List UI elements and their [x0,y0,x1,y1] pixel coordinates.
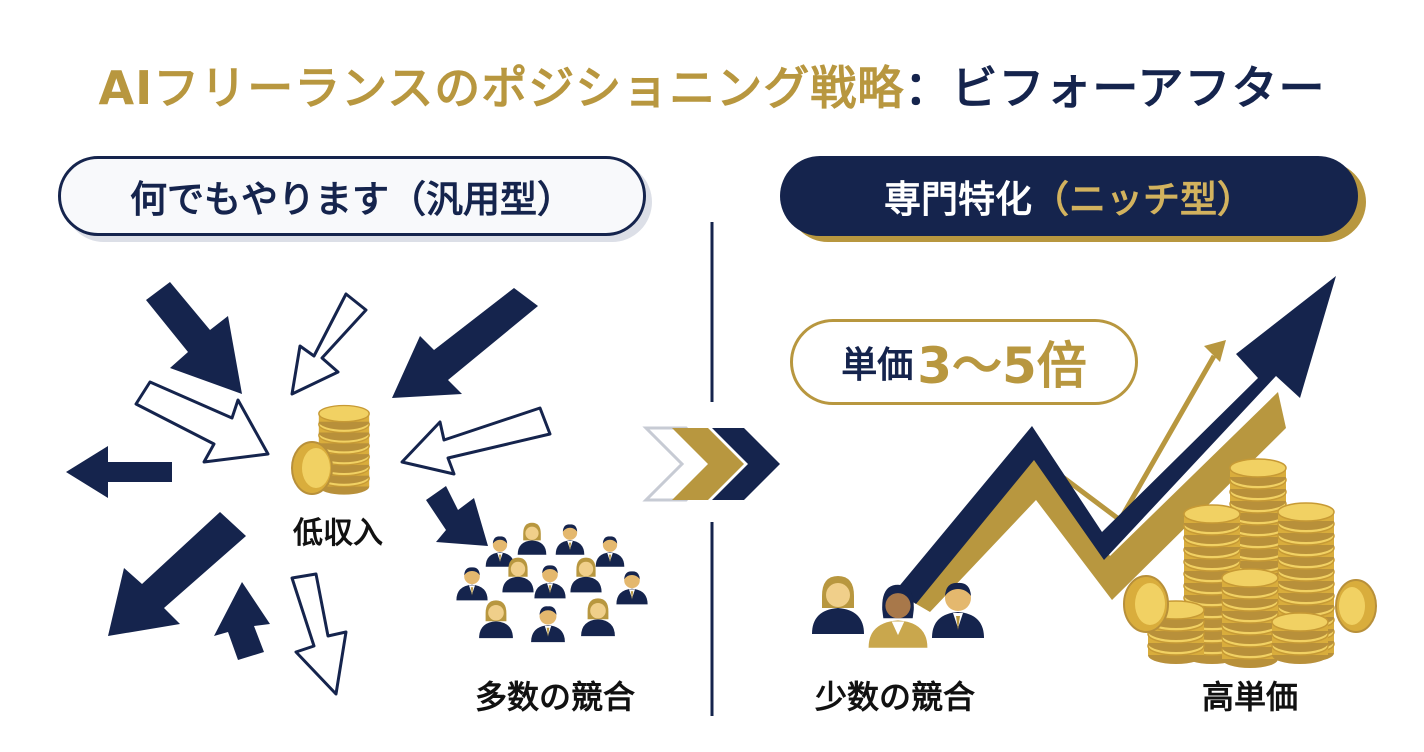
few-competitors-label: 少数の競合 [814,678,975,716]
chaotic-arrows [66,282,538,660]
low-income-label: 低収入 [293,516,383,551]
arrow-icon [108,512,246,636]
price-value: 3〜5倍 [917,337,1087,395]
specialist-heading-main: 専門特化 [884,178,1032,221]
price-prefix: 単価 [841,345,914,386]
arrow-icon [290,572,348,696]
page-title: AIフリーランスのポジショニング戦略：ビフォーアフター [0,52,1424,118]
coin-stack-icon [1123,458,1377,669]
coin-icon [291,441,333,495]
arrow-icon [146,282,242,394]
specialist-heading: 専門特化（ニッチ型） [780,156,1358,236]
title-main: AIフリーランスのポジショニング戦略 [98,61,905,115]
few-people-icon [812,576,984,648]
outline-arrows [134,292,552,696]
chevron-icon [642,426,780,502]
arrow-icon [392,288,538,398]
arrow-icon [66,446,172,498]
generalist-heading: 何でもやります（汎用型） [58,156,646,236]
specialist-heading-sub: （ニッチ型） [1032,178,1254,221]
trend-arrow-icon [896,276,1336,612]
arrow-icon [426,486,488,546]
generalist-heading-label: 何でもやります（汎用型） [130,178,574,221]
title-sub: ：ビフォーアフター [904,61,1326,115]
many-competitors-label: 多数の競合 [474,678,635,716]
arrow-icon [400,406,552,476]
high-price-label: 高単価 [1201,678,1298,716]
arrow-icon [214,582,270,660]
arrow-icon [134,380,270,464]
arrow-icon [290,292,368,396]
